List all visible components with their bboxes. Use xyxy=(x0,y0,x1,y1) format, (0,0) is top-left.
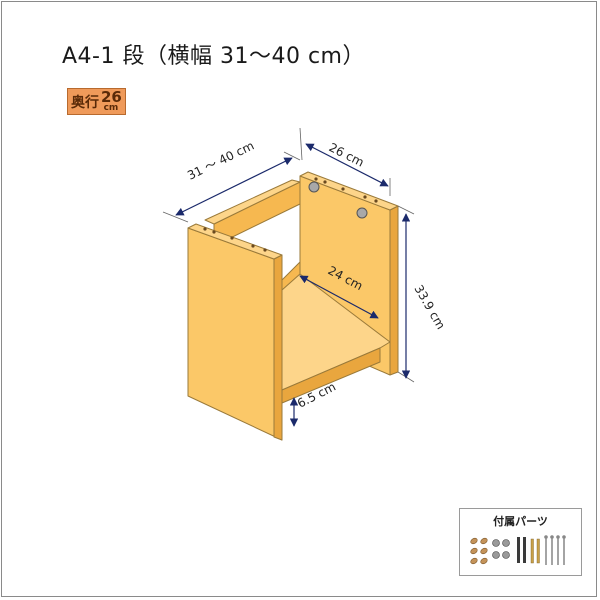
left-panel-top xyxy=(187,223,283,260)
connector-hole-2 xyxy=(356,207,368,219)
pin-head-icons xyxy=(544,535,566,539)
cam-lock-icons xyxy=(492,539,510,559)
left-panel-edge xyxy=(273,254,283,441)
parts-panel: 付属パーツ xyxy=(459,508,582,576)
dim-line-width xyxy=(175,157,293,216)
page-title: A4-1 段（横幅 31〜40 cm） xyxy=(62,44,365,69)
bolt-icons xyxy=(517,537,526,563)
dim-label-height: 33.9 cm xyxy=(411,283,448,332)
right-panel-edge xyxy=(389,205,399,376)
depth-badge-unit: cm xyxy=(103,103,119,113)
dim-line-inner-depth xyxy=(299,275,379,319)
connector-hole-1 xyxy=(308,181,320,193)
screw-icons xyxy=(530,538,540,564)
depth-badge: 奥行 26 cm xyxy=(67,88,126,115)
depth-badge-number: 26 xyxy=(101,88,122,106)
dowel-icons xyxy=(470,537,488,565)
dim-label-width: 31 ～ 40 cm xyxy=(185,138,256,182)
depth-badge-label: 奥行 xyxy=(71,94,99,111)
left-panel-face xyxy=(187,227,283,441)
depth-badge-value: 26 cm xyxy=(100,90,122,113)
parts-title: 付属パーツ xyxy=(493,515,548,528)
dim-line-depth xyxy=(305,143,389,187)
parts-illustration xyxy=(470,535,566,565)
pin-icons xyxy=(545,537,565,565)
